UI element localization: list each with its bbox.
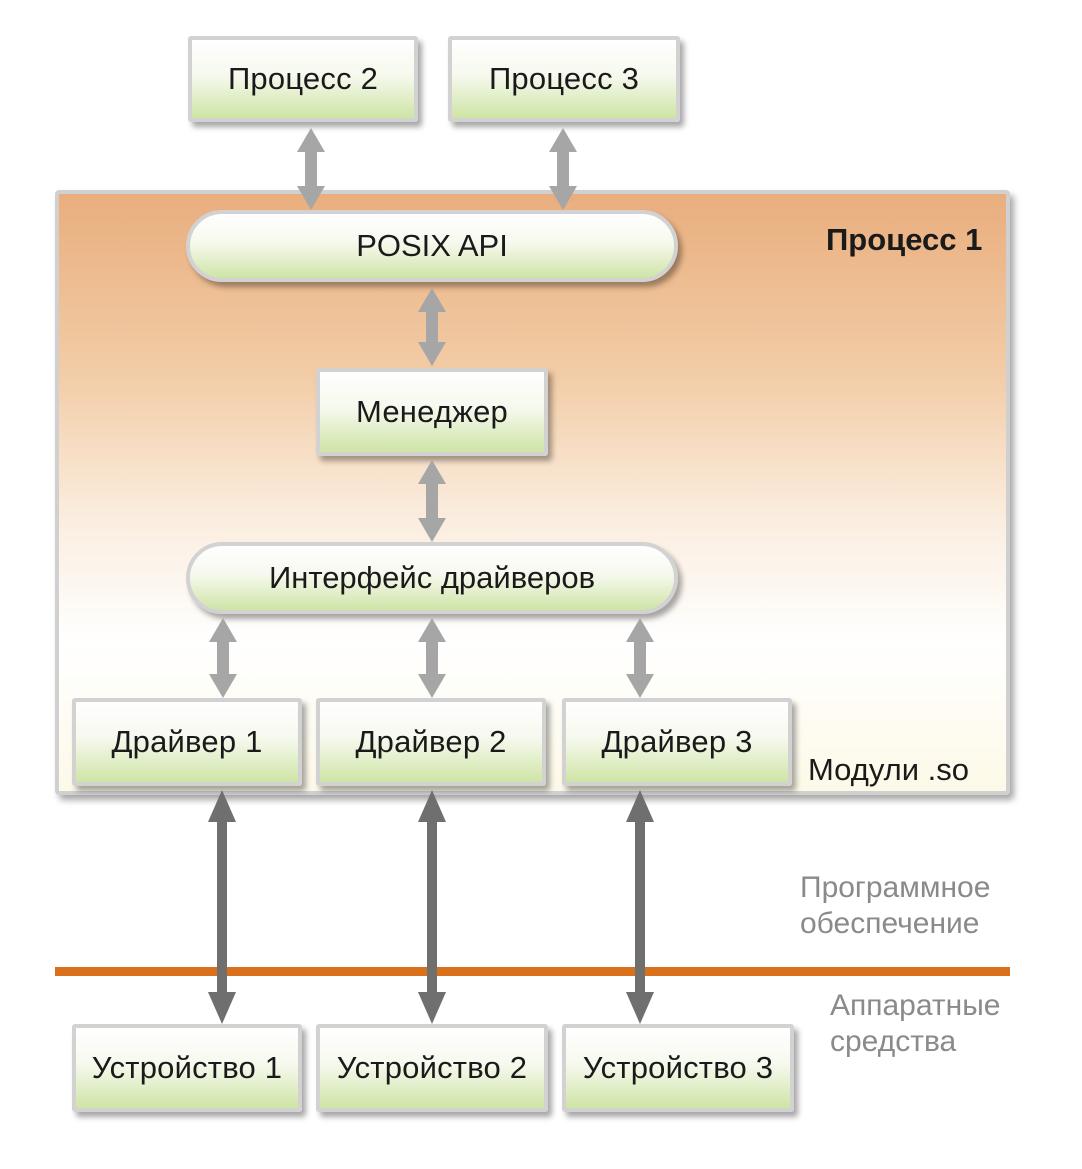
software-label-line-2: обеспечение bbox=[800, 907, 980, 940]
hardware-layer-label: Аппаратные средства bbox=[830, 988, 1000, 1060]
device-3-label: Устройство 3 bbox=[582, 1050, 774, 1085]
arrow-manager-interface bbox=[418, 460, 446, 542]
arrow-process3-posix bbox=[549, 128, 577, 210]
manager-box: Менеджер bbox=[316, 368, 548, 456]
modules-label: Модули .so bbox=[808, 752, 970, 787]
process-2-box: Процесс 2 bbox=[188, 36, 418, 122]
device-2-box: Устройство 2 bbox=[316, 1024, 548, 1112]
hw-sw-separator-line bbox=[55, 967, 1010, 976]
arrow-interface-driver-2 bbox=[418, 618, 446, 698]
hardware-label-line-2: средства bbox=[830, 1025, 957, 1058]
driver-1-label: Драйвер 1 bbox=[111, 724, 263, 759]
driver-interface-pill: Интерфейс драйверов bbox=[186, 542, 678, 614]
driver-2-label: Драйвер 2 bbox=[355, 724, 507, 759]
driver-3-box: Драйвер 3 bbox=[562, 698, 792, 786]
process-1-container bbox=[55, 190, 1010, 795]
software-label-line-1: Программное bbox=[800, 871, 991, 904]
arrow-driver-1-device-1 bbox=[208, 790, 236, 1024]
arrow-interface-driver-3 bbox=[626, 618, 654, 698]
software-layer-label: Программное обеспечение bbox=[800, 870, 990, 942]
driver-1-box: Драйвер 1 bbox=[72, 698, 302, 786]
process-2-label: Процесс 2 bbox=[227, 61, 379, 96]
arrow-driver-3-device-3 bbox=[626, 790, 654, 1024]
process-1-title: Процесс 1 bbox=[826, 222, 983, 257]
posix-api-pill: POSIX API bbox=[186, 210, 678, 282]
arrow-interface-driver-1 bbox=[209, 618, 237, 698]
arrow-driver-2-device-2 bbox=[418, 790, 446, 1024]
hardware-label-line-1: Аппаратные bbox=[830, 989, 1001, 1022]
driver-interface-label: Интерфейс драйверов bbox=[268, 560, 596, 595]
device-2-label: Устройство 2 bbox=[336, 1050, 528, 1085]
driver-3-label: Драйвер 3 bbox=[601, 724, 753, 759]
arrow-process2-posix bbox=[297, 128, 325, 210]
arrow-posix-manager bbox=[418, 288, 446, 366]
process-3-label: Процесс 3 bbox=[488, 61, 640, 96]
device-3-box: Устройство 3 bbox=[562, 1024, 794, 1112]
device-1-box: Устройство 1 bbox=[72, 1024, 302, 1112]
process-3-box: Процесс 3 bbox=[448, 36, 680, 122]
driver-2-box: Драйвер 2 bbox=[316, 698, 546, 786]
posix-api-label: POSIX API bbox=[356, 228, 508, 263]
manager-label: Менеджер bbox=[356, 394, 508, 429]
device-1-label: Устройство 1 bbox=[91, 1050, 283, 1085]
